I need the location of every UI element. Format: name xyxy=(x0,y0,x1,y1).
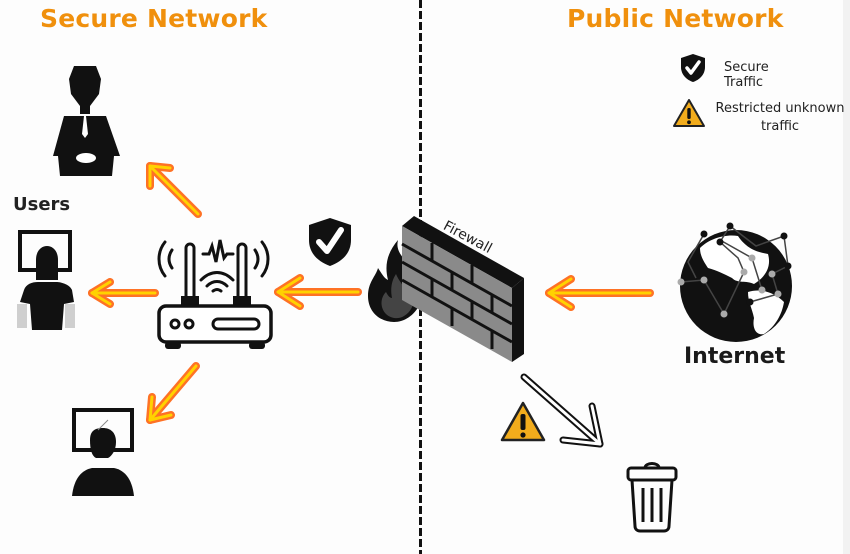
arrow-firewall-to-router xyxy=(274,274,362,310)
trash-icon xyxy=(626,462,678,533)
globe-network-icon xyxy=(677,222,792,342)
internet-label: Internet xyxy=(684,344,786,369)
public-network-title: Public Network xyxy=(567,4,784,33)
users-label: Users xyxy=(13,194,71,215)
shield-check-icon xyxy=(681,54,705,82)
page-edge xyxy=(843,0,850,554)
secure-network-title: Secure Network xyxy=(40,4,268,33)
legend-restricted-label: Restricted unknown traffic xyxy=(715,101,845,134)
user-monitor-icon xyxy=(17,230,75,330)
restricted-warning-icon xyxy=(500,401,546,442)
firewall-icon xyxy=(401,216,524,362)
arrow-internet-to-firewall xyxy=(545,275,654,311)
legend-secure-label: Secure Traffic xyxy=(724,60,769,90)
user-computer-icon xyxy=(72,408,134,496)
arrow-router-to-user-3 xyxy=(146,362,200,424)
arrow-router-to-user-2 xyxy=(88,278,159,308)
wifi-router-icon xyxy=(157,239,273,349)
secure-traffic-shield-icon xyxy=(309,218,351,266)
arrow-firewall-to-trash xyxy=(520,373,604,448)
arrow-router-to-user-1 xyxy=(146,162,202,218)
warning-icon xyxy=(673,99,705,127)
user-desk-icon xyxy=(53,66,120,176)
